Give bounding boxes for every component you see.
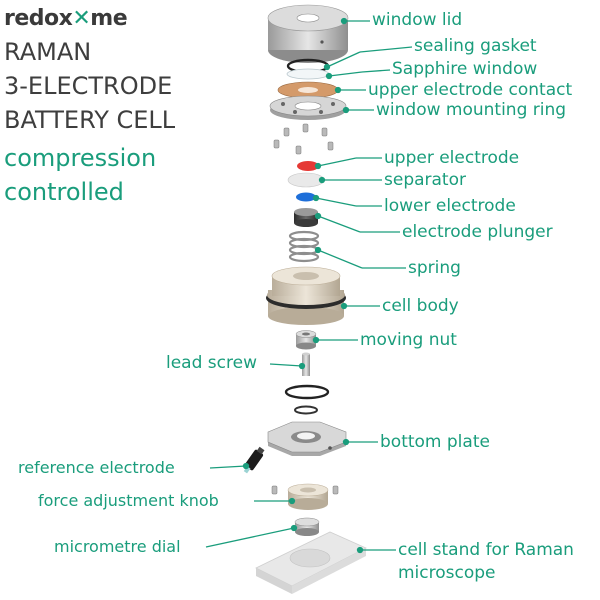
brand-logo: redox✕me bbox=[4, 6, 128, 31]
label-upper-electrode: upper electrode bbox=[384, 148, 520, 168]
label-electrode-plunger: electrode plunger bbox=[402, 222, 553, 242]
micrometre-dial-part bbox=[294, 517, 320, 536]
heading-line-2: 3-ELECTRODE bbox=[4, 72, 173, 100]
label-spring: spring bbox=[408, 258, 461, 278]
sapphire-window-part bbox=[286, 68, 330, 80]
lower-electrode-part bbox=[296, 192, 316, 202]
label-reference-electrode: reference electrode bbox=[18, 458, 175, 477]
moving-nut-part bbox=[295, 330, 317, 350]
spring-part bbox=[288, 230, 320, 263]
label-separator: separator bbox=[384, 170, 466, 190]
label-moving-nut: moving nut bbox=[360, 330, 457, 350]
heading-line-1: RAMAN bbox=[4, 38, 92, 66]
upper-electrode-contact-part bbox=[277, 81, 339, 99]
label-force-adjustment-knob: force adjustment knob bbox=[38, 491, 219, 510]
subheading-line-1: compression bbox=[4, 144, 157, 172]
label-cell-body: cell body bbox=[382, 296, 459, 316]
cell-body-part bbox=[266, 266, 346, 325]
electrode-plunger-part bbox=[294, 208, 318, 227]
label-upper-electrode-contact: upper electrode contact bbox=[368, 80, 573, 100]
window-lid-part bbox=[267, 4, 349, 63]
bottom-plate-part bbox=[267, 421, 347, 456]
label-sealing-gasket: sealing gasket bbox=[414, 36, 537, 56]
label-bottom-plate: bottom plate bbox=[380, 432, 490, 452]
label-cell-stand-line-2: microscope bbox=[398, 563, 496, 583]
screws-upper bbox=[273, 123, 334, 155]
label-window-mounting-ring: window mounting ring bbox=[376, 100, 567, 120]
separator-part bbox=[287, 172, 325, 188]
label-lower-electrode: lower electrode bbox=[384, 196, 516, 216]
label-lead-screw: lead screw bbox=[166, 353, 257, 373]
cell-stand-part bbox=[255, 531, 367, 594]
screws-lower bbox=[271, 485, 339, 495]
heading-line-3: BATTERY CELL bbox=[4, 106, 176, 134]
label-micrometre-dial: micrometre dial bbox=[54, 537, 181, 556]
label-sapphire-window: Sapphire window bbox=[392, 59, 538, 79]
lead-screw-part bbox=[302, 352, 310, 376]
leader-lines bbox=[205, 17, 413, 554]
reference-electrode-part bbox=[243, 446, 265, 474]
upper-electrode-part bbox=[297, 161, 319, 171]
label-cell-stand-line-1: cell stand for Raman bbox=[398, 540, 574, 560]
subheading-line-2: controlled bbox=[4, 178, 124, 206]
small-ring-part bbox=[294, 405, 318, 415]
label-window-lid: window lid bbox=[372, 10, 463, 30]
o-ring-part bbox=[284, 384, 330, 400]
window-mounting-ring-part bbox=[269, 95, 347, 120]
force-adjustment-knob-part bbox=[287, 483, 329, 510]
